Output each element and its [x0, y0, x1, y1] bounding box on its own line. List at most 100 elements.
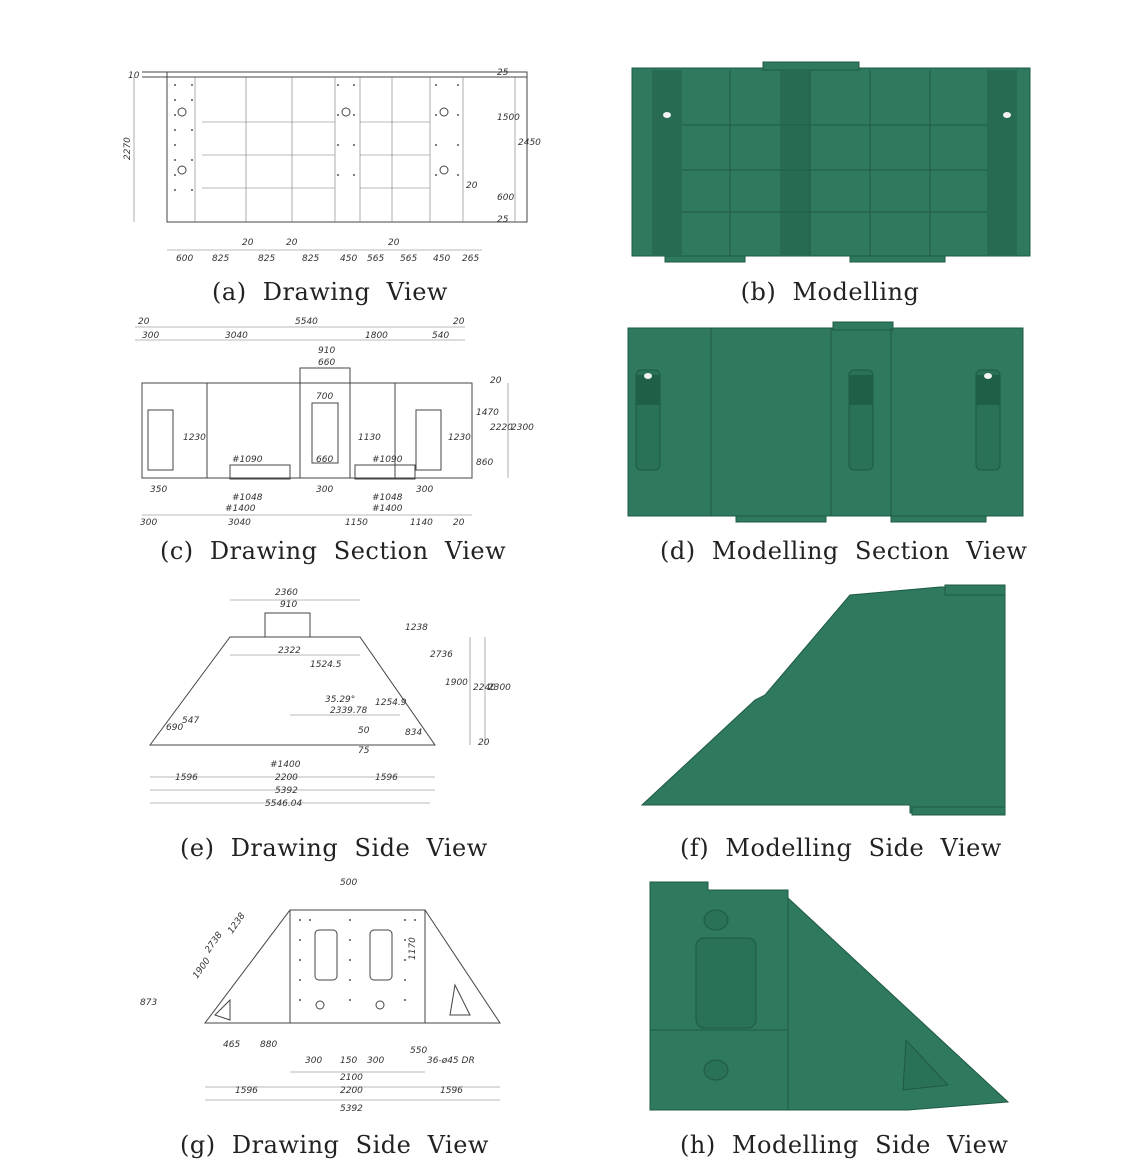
dim-e-910: 910	[280, 600, 297, 610]
dim-a-20-right2: 20	[388, 238, 400, 248]
dim-g-2200: 2200	[340, 1086, 363, 1096]
dim-g-150: 150	[340, 1056, 357, 1066]
dim-g-873: 873	[140, 998, 157, 1008]
dim-g-holes: 36-ø45 DR	[427, 1056, 475, 1066]
dim-c-1230-left: 1230	[183, 433, 206, 443]
dim-a-600: 600	[176, 254, 193, 264]
drawing-section-svg: 5540 20 20 300 3040 1800 540 910 660 700…	[135, 317, 534, 528]
dim-c-300-mid: 300	[316, 485, 333, 495]
dim-c-20-right: 20	[453, 317, 465, 327]
dim-c-20-side: 20	[490, 376, 502, 386]
dim-c-1090-right: #1090	[372, 455, 403, 465]
panel-e-drawing-side-view: 2360 910 2322 1524.5 35.29° 2339.78 547 …	[130, 585, 530, 810]
dim-e-20: 20	[478, 738, 490, 748]
drawing-side-svg: 2360 910 2322 1524.5 35.29° 2339.78 547 …	[149, 588, 511, 809]
dim-c-2220: 2220	[490, 423, 513, 433]
dim-c-300-bottom: 300	[140, 518, 157, 528]
dim-a-20-mid: 20	[286, 238, 298, 248]
dim-a-450-1: 450	[340, 254, 357, 264]
dim-c-1400-right: #1400	[372, 504, 403, 514]
dim-e-5546: 5546.04	[265, 799, 302, 809]
dim-c-1048-left: #1048	[232, 493, 263, 503]
dim-c-1400-left: #1400	[225, 504, 256, 514]
caption-g: (g) Drawing Side View	[180, 1131, 489, 1159]
dim-c-1230-right: 1230	[448, 433, 471, 443]
dim-e-1596-right: 1596	[375, 773, 398, 783]
dim-g-1900: 1900	[191, 956, 212, 981]
panel-a-drawing-view: 600 825 825 825 450 565 565 450 265 2270…	[120, 60, 541, 270]
dim-g-880: 880	[260, 1040, 277, 1050]
drawing-view-svg: 600 825 825 825 450 565 565 450 265 2270…	[123, 68, 541, 264]
dim-g-550: 550	[410, 1046, 427, 1056]
dim-c-350: 350	[150, 485, 167, 495]
dim-a-25-top: 25	[497, 68, 509, 78]
dim-e-1596-left: 1596	[175, 773, 198, 783]
dim-g-300-a: 300	[305, 1056, 322, 1066]
modelling-side-svg	[640, 584, 1006, 816]
dim-e-2240: 2240	[473, 683, 496, 693]
dim-c-5540: 5540	[295, 317, 318, 327]
dim-c-300-right: 300	[416, 485, 433, 495]
caption-a: (a) Drawing View	[212, 278, 448, 306]
dim-e-75: 75	[358, 746, 370, 756]
dim-a-600-right: 600	[497, 193, 514, 203]
dim-g-500: 500	[340, 878, 357, 888]
dim-c-1800: 1800	[365, 331, 388, 341]
dim-c-3040-bottom: 3040	[228, 518, 251, 528]
caption-h: (h) Modelling Side View	[680, 1131, 1009, 1159]
dim-e-2736: 2736	[430, 650, 453, 660]
dim-e-834: 834	[405, 728, 422, 738]
dim-a-25-bottom: 25	[497, 215, 509, 225]
caption-f: (f) Modelling Side View	[680, 834, 1002, 862]
dim-g-465: 465	[223, 1040, 240, 1050]
panel-f-modelling-side-view	[640, 584, 1010, 820]
dim-c-1048-right: #1048	[372, 493, 403, 503]
dim-c-660-b: 660	[316, 455, 333, 465]
dim-a-565-2: 565	[400, 254, 417, 264]
modelling-section-svg	[627, 321, 1024, 523]
dim-g-1238: 1238	[226, 911, 247, 936]
dim-a-825-3: 825	[302, 254, 319, 264]
dim-c-540: 540	[432, 331, 449, 341]
dim-c-1130: 1130	[358, 433, 381, 443]
dim-e-1254: 1254.9	[375, 698, 407, 708]
dim-e-2339: 2339.78	[330, 706, 367, 716]
dim-g-1596-right: 1596	[440, 1086, 463, 1096]
dim-c-860: 860	[476, 458, 493, 468]
dim-e-1524: 1524.5	[310, 660, 342, 670]
dim-c-3040: 3040	[225, 331, 248, 341]
dim-a-450-2: 450	[433, 254, 450, 264]
caption-b: (b) Modelling	[740, 278, 920, 306]
dim-e-50: 50	[358, 726, 370, 736]
dim-e-1900: 1900	[445, 678, 468, 688]
dim-c-660: 660	[318, 358, 335, 368]
panel-g-drawing-side-view: 500 2738 1238 1900 873 465 880 300 150 3…	[135, 875, 525, 1120]
panel-h-modelling-side-view	[648, 880, 1013, 1115]
dim-a-265: 265	[462, 254, 479, 264]
dim-c-2300: 2300	[511, 423, 534, 433]
dim-e-690: 690	[166, 723, 183, 733]
modelling-svg	[631, 61, 1031, 263]
panel-d-modelling-section-view	[626, 320, 1028, 525]
dim-g-2100: 2100	[340, 1073, 363, 1083]
dim-a-2270: 2270	[123, 137, 133, 160]
caption-d: (d) Modelling Section View	[660, 537, 1028, 565]
dim-g-1596-left: 1596	[235, 1086, 258, 1096]
dim-e-5392: 5392	[275, 786, 298, 796]
dim-c-700: 700	[316, 392, 333, 402]
dim-g-2738: 2738	[204, 930, 225, 955]
dim-e-2360: 2360	[275, 588, 298, 598]
dim-a-20-left: 20	[242, 238, 254, 248]
dim-a-10: 10	[128, 71, 140, 81]
dim-e-1400: #1400	[270, 760, 301, 770]
drawing-side2-svg: 500 2738 1238 1900 873 465 880 300 150 3…	[140, 878, 501, 1114]
dim-a-20-right: 20	[466, 181, 478, 191]
dim-e-547: 547	[182, 716, 199, 726]
dim-c-20-left: 20	[138, 317, 150, 327]
dim-c-20-bottom: 20	[453, 518, 465, 528]
dim-c-1150: 1150	[345, 518, 368, 528]
dim-a-825-2: 825	[258, 254, 275, 264]
caption-c: (c) Drawing Section View	[160, 537, 507, 565]
dim-a-825-1: 825	[212, 254, 229, 264]
dim-a-2450: 2450	[518, 138, 541, 148]
